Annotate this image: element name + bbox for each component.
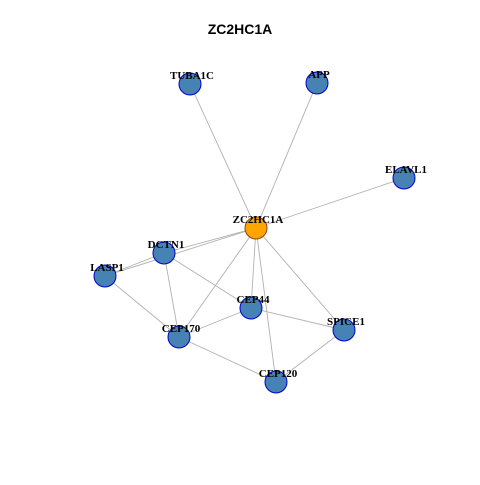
node-dctn1: DCTN1 — [148, 239, 185, 265]
node-circle-lasp1 — [93, 264, 117, 288]
node-circle-zc2hc1a — [244, 216, 268, 240]
edge-spice1-cep120 — [275, 329, 345, 383]
edge-dctn1-cep170 — [163, 252, 180, 338]
edge-cep170-cep120 — [178, 336, 277, 383]
node-label-cep170: CEP170 — [162, 323, 201, 335]
edge-zc2hc1a-lasp1 — [104, 227, 257, 277]
edge-zc2hc1a-tuba1c — [189, 83, 257, 229]
edge-cep170-cep44 — [178, 307, 252, 338]
nodes-layer: ZC2HC1A TUBA1C APP ELAVL1DCTN1LASP1CEP44CEP… — [90, 69, 427, 394]
node-circle-app — [305, 71, 329, 95]
node-label-cep120: CEP120 — [259, 368, 298, 380]
node-circle-cep120 — [264, 370, 288, 394]
node-app: APP — [305, 69, 330, 95]
edge-zc2hc1a-cep44 — [250, 227, 257, 309]
diagram-title: ZC2HC1A — [207, 21, 273, 37]
node-label-lasp1: LASP1 — [90, 262, 124, 274]
edge-dctn1-cep44 — [163, 252, 252, 309]
node-elavl1: ELAVL1 — [385, 164, 427, 190]
node-circle-cep44 — [239, 296, 263, 320]
edge-cep44-spice1 — [250, 307, 345, 331]
edge-zc2hc1a-cep120 — [255, 227, 277, 383]
edge-zc2hc1a-spice1 — [255, 227, 345, 331]
node-lasp1: LASP1 — [90, 262, 124, 288]
edge-zc2hc1a-elavl1 — [255, 177, 405, 229]
node-cep120: CEP120 — [259, 368, 298, 394]
node-circle-cep170 — [167, 325, 191, 349]
node-cep170: CEP170 — [162, 323, 201, 349]
edges-layer — [104, 82, 405, 383]
node-cep44: CEP44 — [237, 294, 271, 320]
node-label-app: APP — [308, 69, 330, 81]
node-circle-spice1 — [332, 318, 356, 342]
node-spice1: SPICE1 — [327, 316, 365, 342]
node-label-elavl1: ELAVL1 — [385, 164, 427, 176]
node-label-spice1: SPICE1 — [327, 316, 365, 328]
node-circle-tuba1c — [178, 72, 202, 96]
edge-zc2hc1a-app — [255, 82, 318, 229]
node-label-dctn1: DCTN1 — [148, 239, 185, 251]
edge-zc2hc1a-dctn1 — [163, 227, 257, 254]
node-circle-dctn1 — [152, 241, 176, 265]
node-zc2hc1a: ZC2HC1A — [233, 214, 284, 240]
node-label-tuba1c: TUBA1C — [170, 70, 214, 82]
node-label-zc2hc1a: ZC2HC1A — [233, 214, 284, 226]
edge-lasp1-cep170 — [104, 275, 180, 338]
node-tuba1c: TUBA1C — [170, 70, 214, 96]
node-label-cep44: CEP44 — [237, 294, 271, 306]
edge-zc2hc1a-cep170 — [178, 227, 257, 338]
node-circle-elavl1 — [392, 166, 416, 190]
